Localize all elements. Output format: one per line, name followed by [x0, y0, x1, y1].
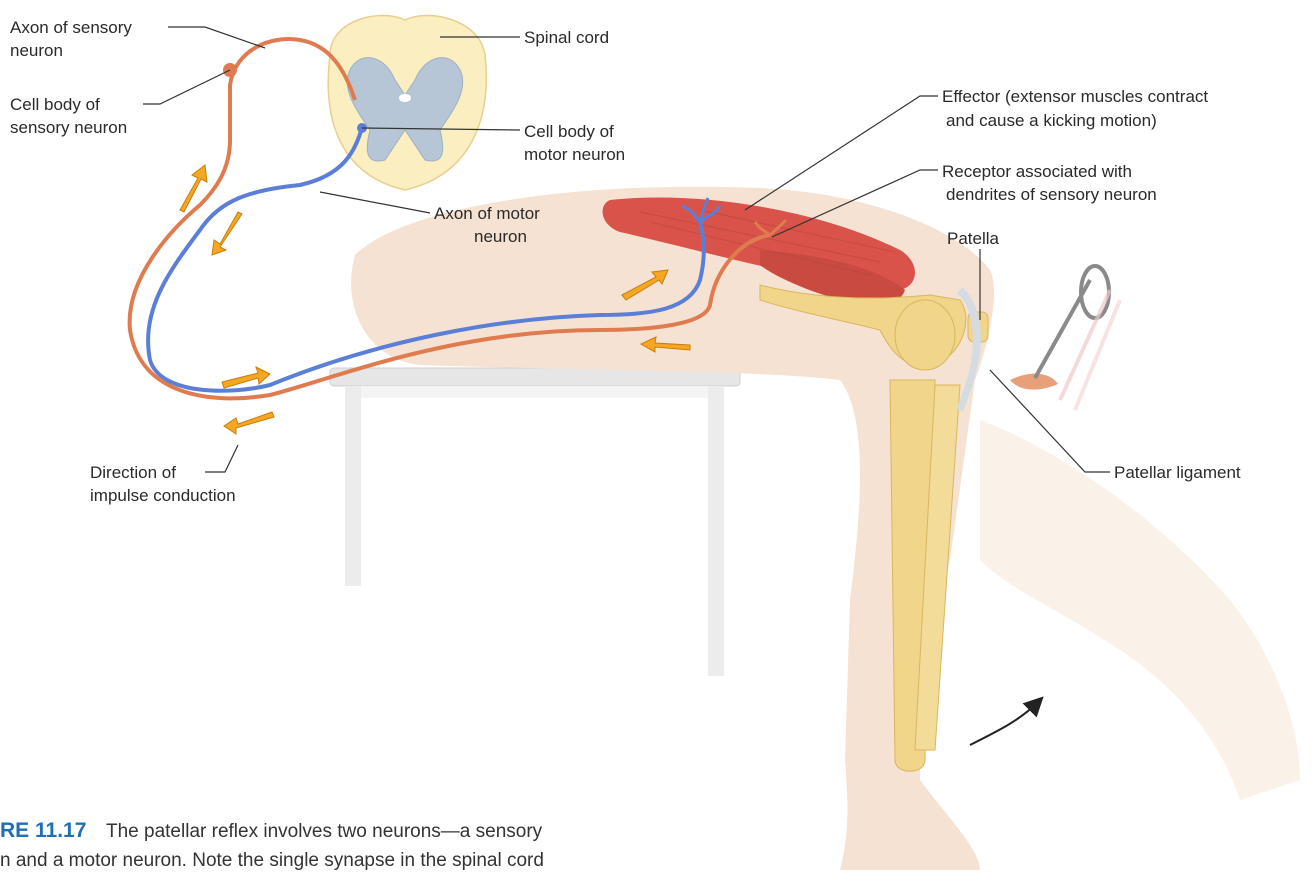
reflex-hammer [1010, 266, 1120, 410]
caption-line-2: n and a motor neuron. Note the single sy… [0, 850, 544, 871]
label-receptor-2: dendrites of sensory neuron [946, 185, 1157, 204]
label-cell-body-motor-2: motor neuron [524, 145, 625, 164]
kick-motion-arrow [970, 702, 1038, 745]
label-cell-body-motor-1: Cell body of [524, 122, 614, 141]
arrow-down-motor [212, 212, 242, 255]
label-patellar-ligament: Patellar ligament [1114, 463, 1241, 482]
label-direction-2: impulse conduction [90, 486, 236, 505]
caption-line-1: The patellar reflex involves two neurons… [106, 821, 543, 842]
label-patella: Patella [947, 229, 1000, 248]
label-cell-body-sensory-1: Cell body of [10, 95, 100, 114]
stool [330, 368, 740, 676]
label-axon-sensory-2: neuron [10, 41, 63, 60]
label-direction-1: Direction of [90, 463, 176, 482]
label-receptor-1: Receptor associated with [942, 162, 1132, 181]
label-axon-motor-2: neuron [474, 227, 527, 246]
label-spinal-cord: Spinal cord [524, 28, 609, 47]
spinal-cord-cross-section [328, 15, 486, 190]
label-axon-sensory-1: Axon of sensory [10, 18, 132, 37]
label-effector-2: and cause a kicking motion) [946, 111, 1157, 130]
figure-caption: RE 11.17 The patellar reflex involves tw… [0, 819, 544, 871]
label-axon-motor-1: Axon of motor [434, 204, 540, 223]
label-cell-body-sensory-2: sensory neuron [10, 118, 127, 137]
arrow-up-sensory [180, 165, 207, 212]
arrow-left-sensory [224, 412, 274, 434]
label-effector-1: Effector (extensor muscles contract [942, 87, 1208, 106]
caption-figure-number: RE 11.17 [0, 819, 86, 842]
